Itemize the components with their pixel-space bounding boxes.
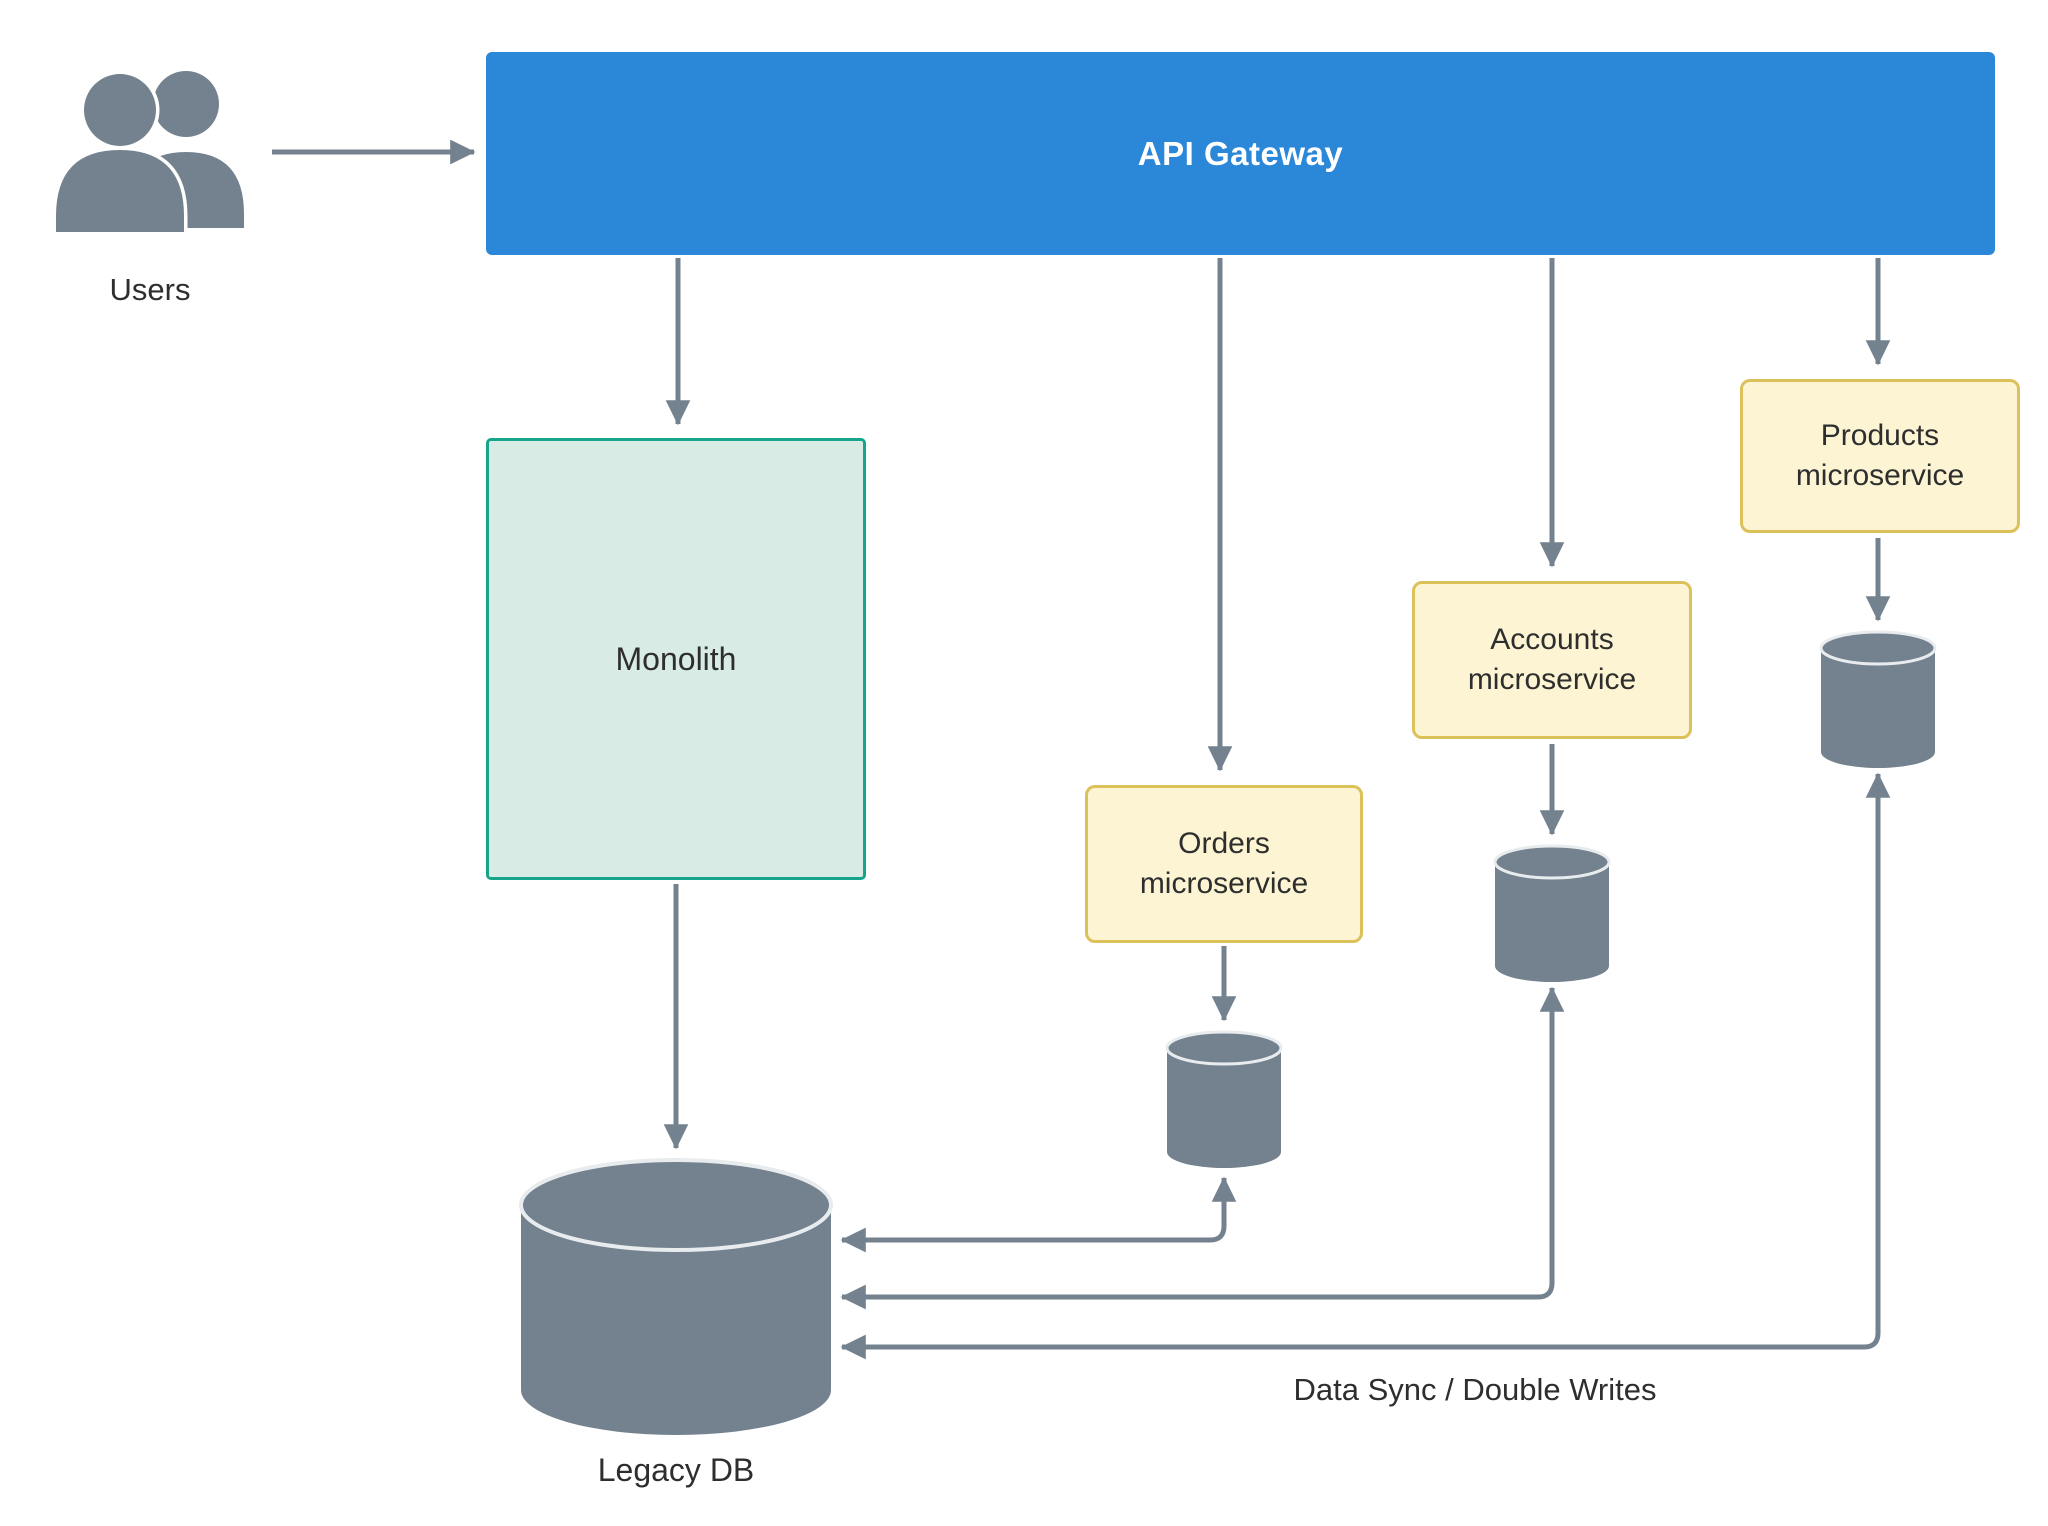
orders-microservice-node: Orders microservice (1085, 785, 1363, 943)
api-gateway-node: API Gateway (486, 52, 1995, 255)
users-label: Users (109, 272, 191, 307)
arrow-sync-products-db-legacy-db (840, 772, 1891, 1360)
products-label-line2: microservice (1795, 459, 1965, 492)
api-gateway-label: API Gateway (1137, 134, 1344, 172)
orders-db-cylinder (1165, 1030, 1283, 1168)
monolith-node: Monolith (486, 438, 866, 880)
orders-label-line2: microservice (1139, 867, 1309, 900)
arrow-sync-orders-db-legacy-db (840, 1176, 1237, 1253)
accounts-label-line2: microservice (1467, 663, 1637, 696)
orders-label-line1: Orders (1178, 826, 1270, 860)
accounts-db-cylinder (1493, 844, 1611, 982)
products-microservice-node: Products microservice (1740, 379, 2020, 533)
products-db-cylinder (1819, 630, 1937, 768)
monolith-label: Monolith (615, 640, 737, 677)
accounts-microservice-node: Accounts microservice (1412, 581, 1692, 739)
products-label-line1: Products (1820, 418, 1940, 452)
data-sync-label: Data Sync / Double Writes (1293, 1372, 1657, 1407)
legacy-db-cylinder (519, 1158, 833, 1435)
legacy-db-label: Legacy DB (597, 1452, 755, 1488)
users-icon (52, 68, 244, 236)
accounts-label-line1: Accounts (1490, 622, 1614, 656)
